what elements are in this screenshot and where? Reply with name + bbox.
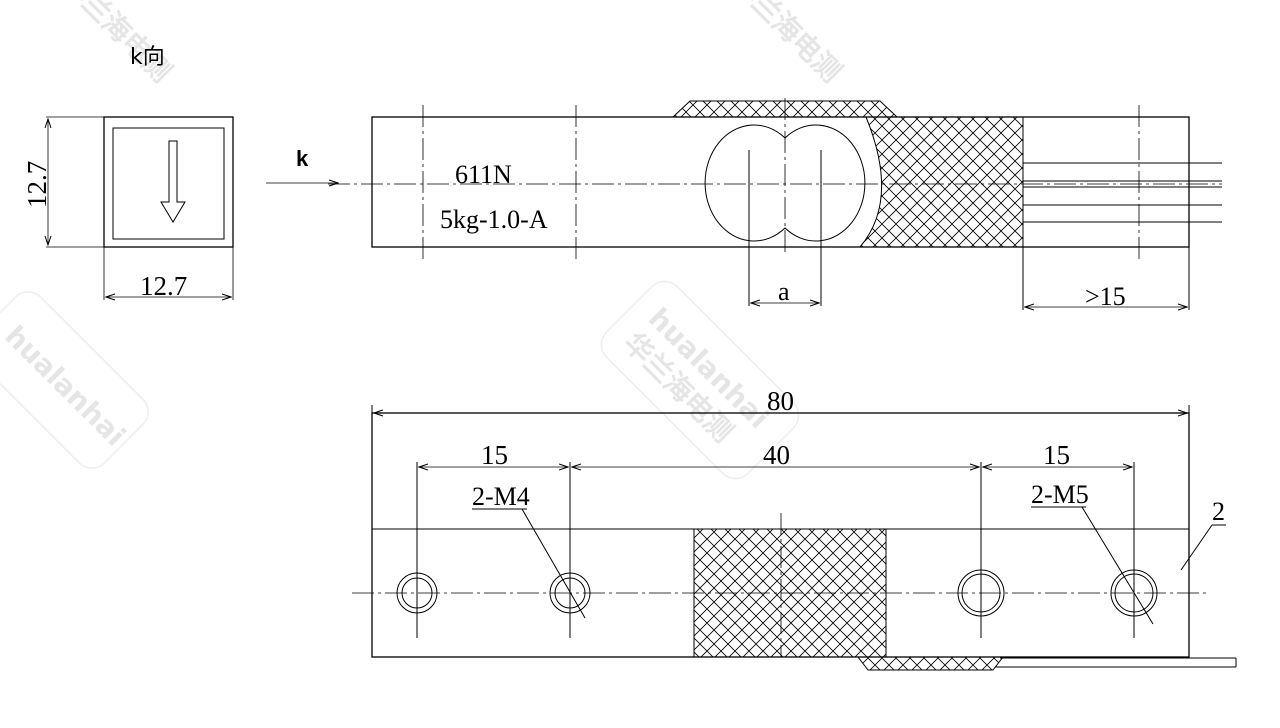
dim-cable-min: >15 bbox=[1085, 282, 1126, 311]
right-holes-label: 2-M5 bbox=[1031, 480, 1089, 509]
hole-right-2 bbox=[1110, 569, 1158, 617]
hole-left-2 bbox=[549, 572, 591, 614]
dim-a: a bbox=[778, 277, 790, 306]
end-height-dim: 12.7 bbox=[22, 161, 52, 208]
dim-right: 15 bbox=[1043, 440, 1070, 470]
hole-right-1 bbox=[957, 569, 1005, 617]
spec-code: 5kg-1.0-A bbox=[440, 205, 548, 234]
dim-total: 80 bbox=[767, 386, 794, 416]
end-width-dim: 12.7 bbox=[140, 271, 187, 301]
hole-left-1 bbox=[396, 572, 438, 614]
k-direction-arrow: k bbox=[266, 146, 338, 183]
front-view: 611N 5kg-1.0-A a >15 bbox=[328, 98, 1222, 311]
bottom-view: 80 15 40 15 2-M4 2-M5 2 bbox=[352, 386, 1237, 671]
svg-text:hualanhai: hualanhai bbox=[0, 319, 132, 452]
svg-text:华兰海电测: 华兰海电测 bbox=[726, 0, 848, 89]
view-label: k向 bbox=[130, 45, 165, 70]
thickness-label: 2 bbox=[1212, 497, 1225, 526]
arrow-down-icon bbox=[160, 140, 186, 223]
dim-center: 40 bbox=[763, 440, 790, 470]
k-label: k bbox=[296, 146, 309, 171]
left-holes-label: 2-M4 bbox=[472, 482, 530, 511]
dim-left: 15 bbox=[481, 440, 508, 470]
end-view: 12.7 12.7 bbox=[22, 116, 234, 301]
model-code: 611N bbox=[455, 160, 512, 189]
